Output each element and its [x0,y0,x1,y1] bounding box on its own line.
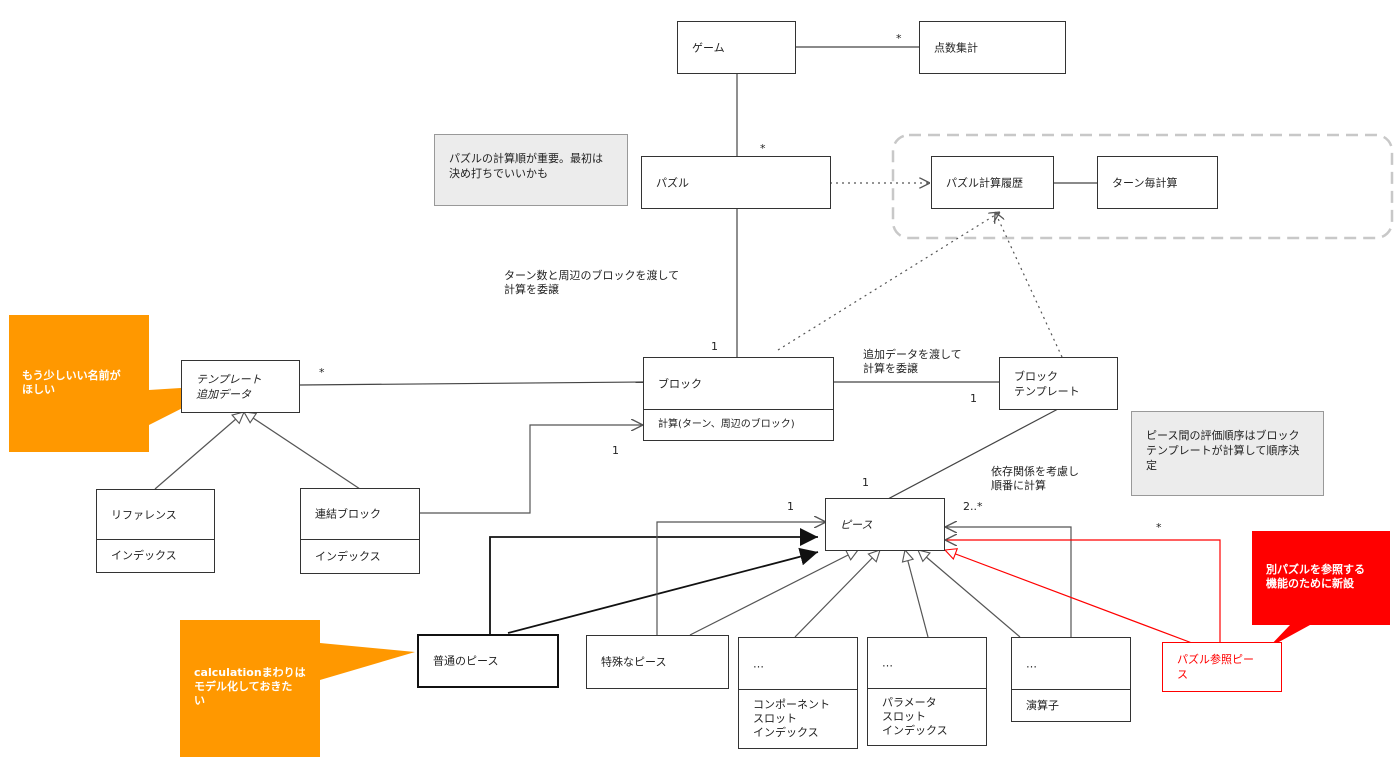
class-history[interactable]: パズル計算履歴 [931,156,1054,209]
class-reference-label: リファレンス [111,508,177,521]
class-history-label: パズル計算履歴 [946,176,1023,189]
class-block-template[interactable]: ブロック テンプレート [999,357,1118,410]
mult-game-puzzle: * [760,142,766,155]
mult-piece-left: 1 [787,500,794,513]
class-block-template-label: ブロック テンプレート [1014,369,1080,398]
edge-special-piece-assoc [656,522,826,635]
class-turn-calc[interactable]: ターン毎計算 [1097,156,1218,209]
label-dependency: 依存関係を考慮し 順番に計算 [991,465,1079,492]
mult-bt-piece: 1 [862,476,869,489]
class-linked-block-label: 連結ブロック [315,507,381,521]
class-block[interactable]: ブロック [643,357,834,410]
gen-component-piece [794,550,880,638]
edge-linked-block [420,425,643,514]
class-block-method[interactable]: 計算(ターン、周辺のブロック) [643,409,834,441]
class-operator-attr-label: 演算子 [1026,698,1059,712]
callout-calc-shape [180,620,415,757]
edge-normal-piece-b [507,547,819,634]
class-special-piece-label: 特殊なピース [601,655,667,669]
class-game-label: ゲーム [692,41,725,54]
class-component-attr-label: コンポーネント スロット インデックス [753,698,830,739]
class-puzzle-ref-piece[interactable]: パズル参照ピー ス [1162,642,1282,692]
class-operator[interactable]: … [1011,637,1131,690]
class-parameter-attr[interactable]: パラメータ スロット インデックス [867,688,987,746]
edge-operator-piece-assoc [945,527,1072,637]
class-reference-attr[interactable]: インデックス [96,539,215,573]
class-reference[interactable]: リファレンス [96,489,215,540]
callout-new-feature: 別パズルを参照する 機能のために新設 [1266,563,1365,590]
gen-operator-piece [918,550,1021,638]
class-reference-attr-label: インデックス [111,549,177,562]
class-block-method-label: 計算(ターン、周辺のブロック) [658,419,795,430]
class-score-label: 点数集計 [934,41,978,54]
class-piece-label: ピース [840,518,873,531]
class-component-attr[interactable]: コンポーネント スロット インデックス [738,689,858,749]
class-operator-dots: … [1026,657,1037,670]
history-group-border [891,133,1394,240]
edge-bt-piece [887,408,1059,500]
label-delegate-extra: 追加データを渡して 計算を委譲 [863,348,962,375]
class-linked-block-attr-label: インデックス [315,549,381,563]
class-puzzle[interactable]: パズル [641,156,831,209]
class-parameter-dots: … [882,656,893,670]
class-template[interactable]: テンプレート 追加データ [181,360,300,413]
gen-param-piece [905,550,929,638]
mult-template-block: * [319,366,325,379]
class-linked-block-attr[interactable]: インデックス [300,539,420,574]
gen-reference-template [154,412,244,490]
class-turn-calc-label: ターン毎計算 [1112,176,1178,189]
mult-block-template: 1 [970,392,977,405]
note-calc-order: パズルの計算順が重要。最初は 決め打ちでいいかも [434,134,628,206]
gen-puzzleref-piece [945,550,1193,644]
gen-special-piece [689,550,858,636]
class-piece[interactable]: ピース [825,498,945,551]
mult-game-score: * [896,32,902,45]
class-parameter-attr-label: パラメータ スロット インデックス [882,696,948,737]
callout-name: もう少しいい名前が ほしい [22,369,121,396]
class-block-label: ブロック [658,377,702,390]
edge-template-block [299,381,644,386]
mult-piece-right: 2..* [963,500,983,513]
class-template-label: テンプレート 追加データ [196,372,262,401]
class-operator-attr[interactable]: 演算子 [1011,689,1131,722]
class-parameter[interactable]: … [867,637,987,689]
callout-calculation: calculationまわりは モデル化しておきた い [194,666,306,707]
note-eval-order: ピース間の評価順序はブロック テンプレートが計算して順序決 定 [1131,411,1324,496]
class-game[interactable]: ゲーム [677,21,796,74]
class-component-dots: … [753,657,764,670]
class-score[interactable]: 点数集計 [919,21,1066,74]
callout-new-shape [1252,531,1390,648]
class-puzzle-label: パズル [656,176,689,189]
class-puzzle-ref-piece-label: パズル参照ピー ス [1177,653,1254,681]
mult-puzzle-block: 1 [711,340,718,353]
edge-bt-history [995,212,1063,358]
class-normal-piece[interactable]: 普通のピース [417,634,559,688]
class-linked-block[interactable]: 連結ブロック [300,488,420,540]
mult-puzzle-ref: * [1156,521,1162,534]
edge-normal-piece-a [489,528,818,635]
mult-linked-block: 1 [612,444,619,457]
callout-name-shape [9,315,228,452]
class-normal-piece-label: 普通のピース [433,654,499,668]
label-delegate-turn: ターン数と周辺のブロックを渡して 計算を委譲 [504,269,680,296]
gen-linked-template [244,412,361,490]
class-special-piece[interactable]: 特殊なピース [586,635,729,689]
edge-puzzleref-piece-assoc [945,540,1221,643]
class-component[interactable]: … [738,637,858,690]
edge-block-history [777,212,1000,351]
